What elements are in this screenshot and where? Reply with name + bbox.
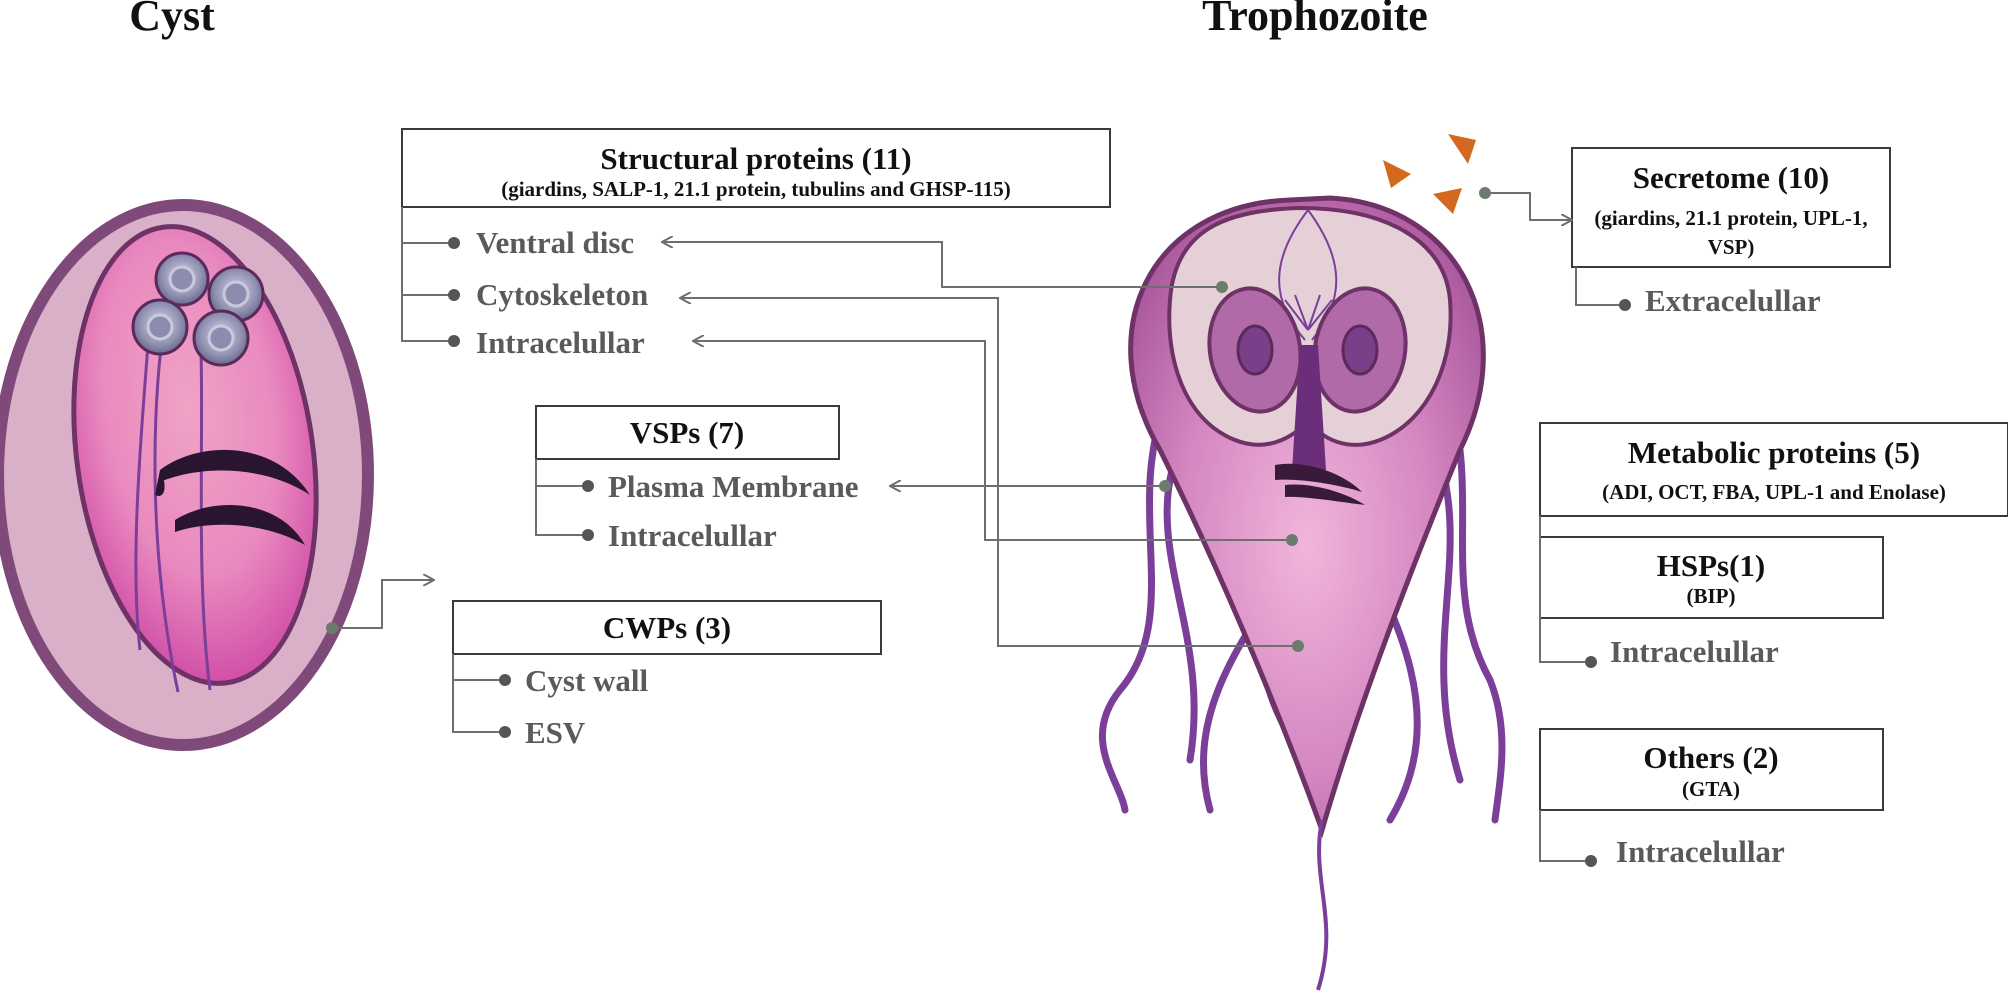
bullet-dot	[582, 480, 594, 492]
item-intracellular-hsps: Intracelullar	[1610, 634, 1779, 669]
hsps-box	[1539, 536, 1884, 619]
secretome-subtitle-line1: (giardins, 21.1 protein, UPL-1,	[1594, 206, 1867, 230]
item-plasma-membrane: Plasma Membrane	[608, 469, 859, 504]
secretome-subtitle-line2: VSP)	[1708, 235, 1755, 259]
item-cyst-wall: Cyst wall	[525, 663, 649, 698]
others-subtitle: (GTA)	[1682, 777, 1740, 801]
secretome-bracket	[1575, 267, 1625, 306]
arrow-to-ventral-disc	[662, 242, 1222, 288]
item-extracellular: Extracelullar	[1645, 283, 1821, 318]
structural-proteins-title: Structural proteins (11)	[600, 141, 911, 176]
bullet-dot	[1585, 855, 1597, 867]
cyst-nuclei	[131, 251, 265, 367]
metabolic-hsps-bracket	[1539, 516, 1591, 663]
cyst-illustration	[0, 199, 374, 751]
others-bracket	[1539, 810, 1591, 862]
origin-dot	[1216, 281, 1228, 293]
item-intracellular-others: Intracelullar	[1616, 834, 1785, 869]
metabolic-title: Metabolic proteins (5)	[1628, 435, 1920, 470]
vsps-title: VSPs (7)	[630, 415, 745, 450]
bullet-dot	[448, 237, 460, 249]
secretome-box	[1571, 147, 1891, 268]
trophozoite-title: Trophozoite	[1202, 0, 1428, 40]
arrow-to-intracellular	[693, 341, 1292, 541]
vsps-box	[535, 405, 840, 460]
structural-proteins-subtitle: (giardins, SALP-1, 21.1 protein, tubulin…	[501, 177, 1011, 201]
vsps-group: VSPs (7) Plasma Membrane Intracelullar	[535, 405, 859, 553]
arrow-to-secretome	[1485, 192, 1572, 220]
vsps-bracket	[535, 459, 588, 536]
bullet-dot	[1619, 299, 1631, 311]
item-esv: ESV	[525, 715, 586, 750]
others-title: Others (2)	[1643, 740, 1778, 775]
origin-dot	[1159, 480, 1171, 492]
median-bodies	[1275, 463, 1365, 505]
secretion-markers	[1383, 134, 1476, 214]
hsps-subtitle: (BIP)	[1687, 584, 1736, 608]
metabolic-subtitle: (ADI, OCT, FBA, UPL-1 and Enolase)	[1602, 480, 1946, 504]
arrow-to-cwps	[332, 580, 434, 629]
item-intracellular-structural: Intracelullar	[476, 325, 645, 360]
origin-dot	[326, 622, 338, 634]
metabolic-group: Metabolic proteins (5) (ADI, OCT, FBA, U…	[1539, 422, 2008, 517]
bullet-dot	[448, 289, 460, 301]
cwps-title: CWPs (3)	[603, 610, 731, 645]
trophozoite-nuclei	[1207, 286, 1408, 414]
cyst-title: Cyst	[129, 0, 215, 40]
origin-dot	[1292, 640, 1304, 652]
others-box	[1539, 728, 1884, 811]
bullet-dot	[582, 529, 594, 541]
trophozoite-illustration	[1098, 134, 1506, 991]
item-intracellular-vsps: Intracelullar	[608, 518, 777, 553]
secretome-title: Secretome (10)	[1633, 160, 1830, 195]
item-ventral-disc: Ventral disc	[476, 225, 634, 260]
structural-proteins-group: Structural proteins (11) (giardins, SALP…	[401, 128, 1111, 360]
bullet-dot	[499, 726, 511, 738]
hsps-group: HSPs(1) (BIP) Intracelullar	[1539, 516, 1884, 669]
bullet-dot	[499, 674, 511, 686]
item-cytoskeleton: Cytoskeleton	[476, 277, 648, 312]
hsps-title: HSPs(1)	[1657, 548, 1766, 583]
cyst-median-bodies	[155, 449, 310, 545]
bullet-dot	[1585, 656, 1597, 668]
axonemes	[1292, 345, 1326, 470]
structural-proteins-box	[401, 128, 1111, 208]
others-group: Others (2) (GTA) Intracelullar	[1539, 728, 1884, 869]
metabolic-box	[1539, 422, 2008, 517]
connector-lines	[326, 187, 1572, 652]
origin-dot	[1479, 187, 1491, 199]
trophozoite-tail	[1316, 819, 1329, 991]
origin-dot	[1286, 534, 1298, 546]
bullet-dot	[448, 335, 460, 347]
cwps-bracket	[452, 654, 505, 733]
secretome-group: Secretome (10) (giardins, 21.1 protein, …	[1571, 147, 1891, 318]
arrow-to-cytoskeleton	[680, 298, 1298, 647]
cwps-box	[452, 600, 882, 655]
structural-bracket	[401, 207, 454, 342]
cwps-group: CWPs (3) Cyst wall ESV	[452, 600, 882, 750]
